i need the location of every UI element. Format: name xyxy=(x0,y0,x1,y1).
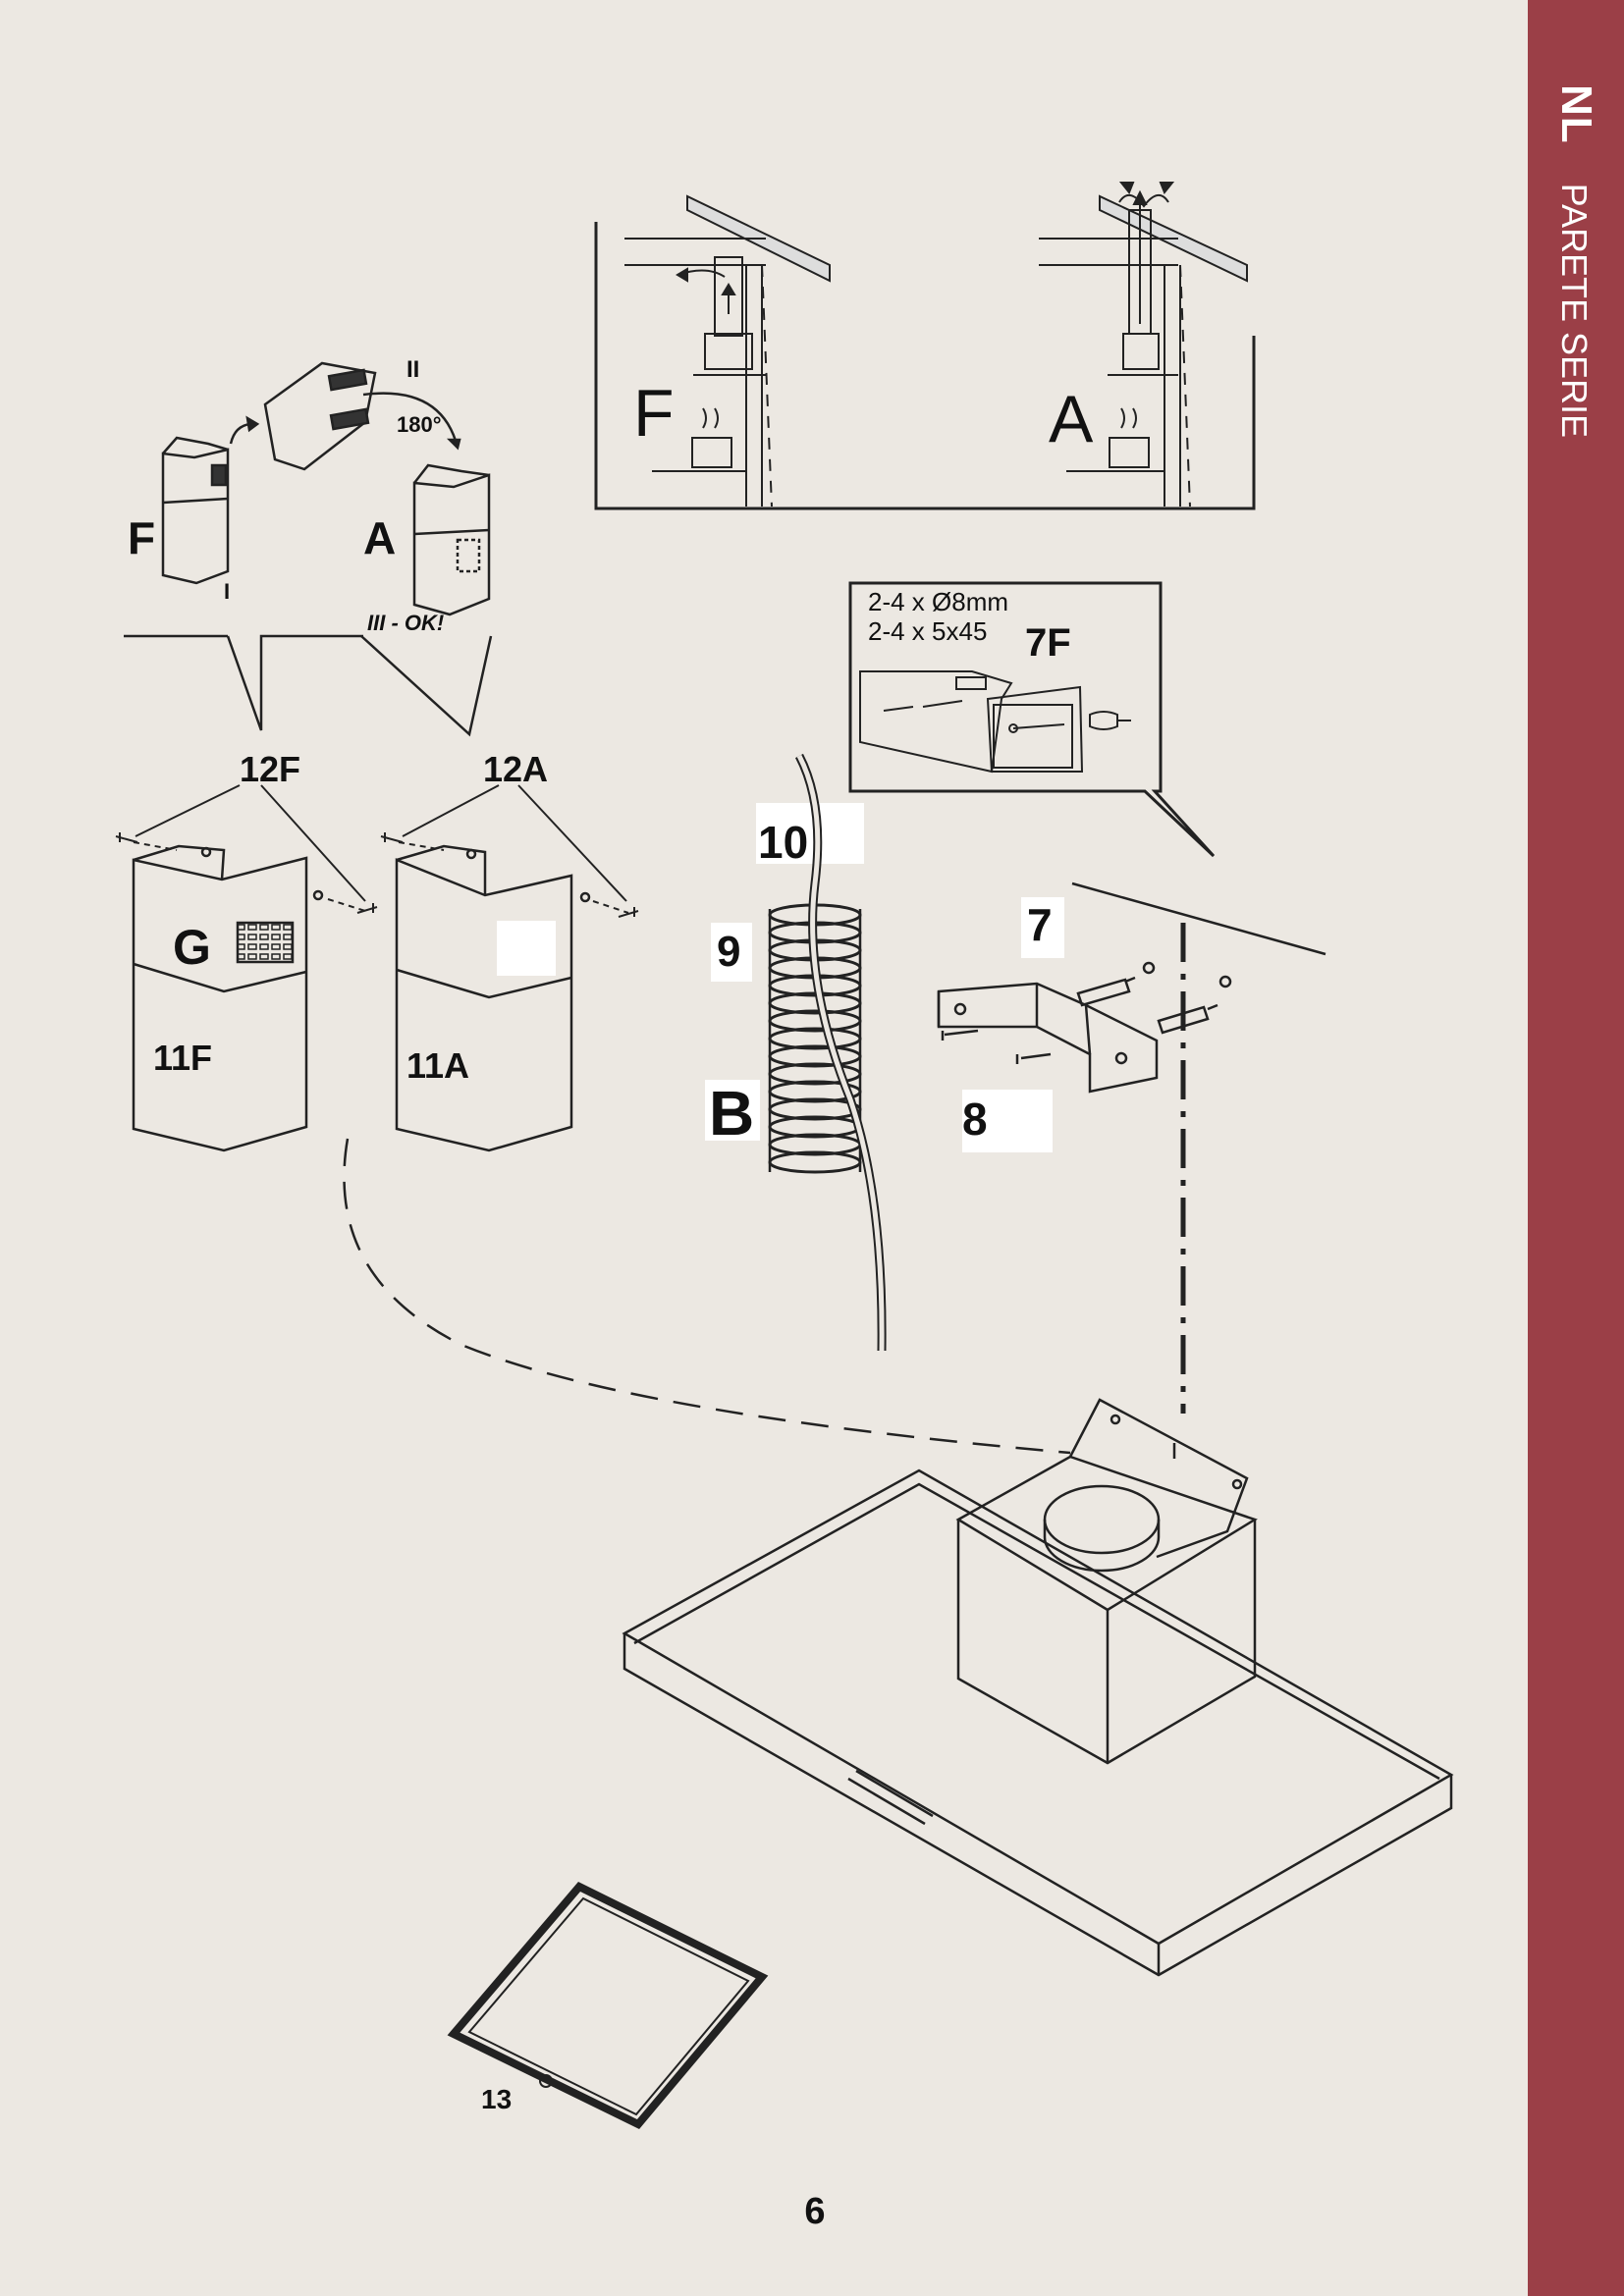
hose-letter-label: B xyxy=(709,1078,754,1148)
chimney-sections xyxy=(115,784,1071,1455)
bracket-kit-label: 7F xyxy=(1025,621,1071,665)
upper-chimney-aspiration-label: 12A xyxy=(483,749,548,789)
exhaust-mode-scene xyxy=(1039,182,1248,507)
cable-label: 10 xyxy=(758,817,808,868)
model-series: PARETE SERIE xyxy=(1554,183,1595,439)
language-code: NL xyxy=(1552,84,1600,144)
conversion-label-a: A xyxy=(363,512,396,563)
exhaust-mode-letter: A xyxy=(1049,382,1094,456)
bracket-label: 8 xyxy=(962,1094,988,1145)
conversion-label-f: F xyxy=(128,512,155,563)
lower-chimney-aspiration-label: 11A xyxy=(406,1045,469,1086)
installation-diagram: F A F A I II 180° III - OK! xyxy=(115,182,1454,2129)
cooker-hood xyxy=(622,1398,1454,1977)
filter-panel xyxy=(447,1882,769,2129)
fixing-spec-line-2: 2-4 x 5x45 xyxy=(868,616,987,646)
filter-mode-scene xyxy=(624,194,831,507)
filter-mode-letter: F xyxy=(633,376,675,451)
chimney-conversion-sketch xyxy=(124,361,493,737)
wall-plugs-label: 7 xyxy=(1027,899,1053,950)
page-number: 6 xyxy=(804,2191,826,2232)
grille-label: G xyxy=(173,920,211,975)
conversion-step-1: I xyxy=(224,579,230,604)
installation-modes-panel xyxy=(594,182,1256,510)
flexible-hose-label: 9 xyxy=(717,928,740,976)
wall-bracket-assembly xyxy=(937,881,1326,1414)
lower-chimney-filter-label: 11F xyxy=(153,1038,212,1078)
hose-and-cable xyxy=(705,753,887,1352)
conversion-step-2: II xyxy=(406,356,419,383)
filter-panel-label: 13 xyxy=(481,2084,512,2114)
conversion-step-3: III - OK! xyxy=(367,611,444,635)
bracket-kit-callout xyxy=(848,581,1216,858)
upper-chimney-filter-label: 12F xyxy=(240,749,300,789)
sidebar-caption: NL PARETE SERIE xyxy=(1551,84,1600,438)
fixing-spec-line-1: 2-4 x Ø8mm xyxy=(868,587,1008,616)
conversion-rotation: 180° xyxy=(397,412,442,437)
language-sidebar: NL PARETE SERIE xyxy=(1528,0,1624,2296)
